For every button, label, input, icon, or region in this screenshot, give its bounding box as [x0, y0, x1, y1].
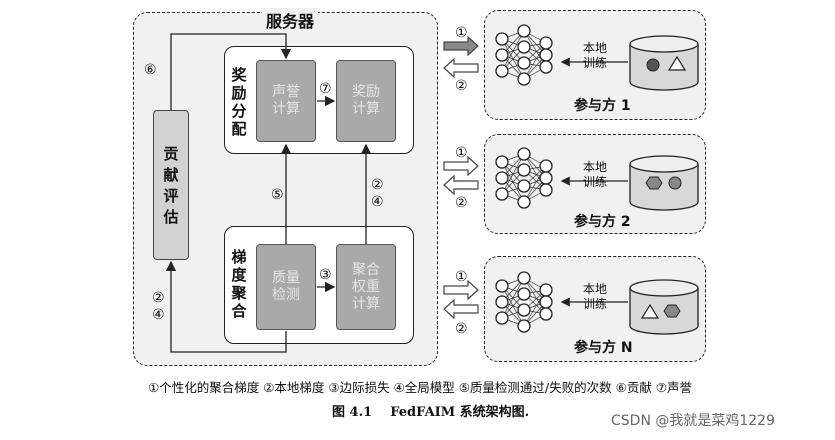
marker-3: ③ — [319, 267, 332, 283]
watermark: CSDN @我就是菜鸡1229 — [611, 413, 775, 429]
pn-arrow-out-marker: ① — [455, 269, 468, 285]
marker-2: ② — [371, 177, 384, 193]
contrib-char: 估 — [163, 208, 179, 226]
p1-local-training-label: 本地 训练 — [582, 41, 607, 70]
reward-label-char: 奖 — [231, 66, 247, 84]
p2-hexagon-shape — [645, 176, 663, 190]
reward-calculation-box: 奖励 计算 — [336, 60, 396, 142]
aggregation-to-contribution-line — [165, 260, 287, 353]
p1-circle-shape — [646, 58, 660, 72]
aggregation-weight-box: 聚合 权重 计算 — [336, 244, 396, 330]
p2-arrow-out-marker: ① — [455, 145, 468, 161]
arrow-in-pn — [443, 298, 479, 320]
reputation-calculation-text: 声誉 计算 — [272, 84, 300, 117]
arrow-out-pn — [443, 279, 479, 301]
reward-calculation-text: 奖励 计算 — [352, 84, 380, 117]
participant-2-name: 参与方 2 — [574, 214, 631, 230]
arrow-in-p1 — [443, 57, 479, 79]
legend-text: ①个性化的聚合梯度 ②本地梯度 ③边际损失 ④全局模型 ⑤质量检测通过/失败的次… — [148, 380, 692, 395]
grad-label-char: 度 — [231, 266, 247, 284]
marker-2-bottom: ② — [152, 290, 165, 306]
p2-local-training-label: 本地 训练 — [582, 160, 607, 189]
participant-n-name: 参与方 N — [574, 340, 633, 356]
marker-4: ④ — [371, 194, 384, 210]
contrib-char: 评 — [163, 187, 179, 205]
grad-label-char: 合 — [231, 302, 247, 320]
contribution-to-reputation-line — [170, 33, 292, 110]
quality-check-box: 质量 检测 — [256, 244, 316, 330]
contrib-char: 献 — [163, 166, 179, 184]
marker-4-bottom: ④ — [152, 307, 165, 323]
contribution-evaluation-label: 贡 献 评 估 — [162, 144, 180, 228]
quality-check-text: 质量 检测 — [272, 270, 300, 303]
pn-local-training-label: 本地 训练 — [582, 282, 607, 311]
arrow-in-p2 — [443, 174, 479, 196]
figure-caption: 图 4.1 FedFAIM 系统架构图. — [332, 405, 530, 420]
pn-hexagon-shape — [663, 304, 681, 318]
pn-arrow-in-marker: ② — [455, 321, 468, 337]
reward-label-char: 励 — [231, 84, 247, 102]
contribution-evaluation-box — [153, 110, 189, 260]
p2-circle-shape — [668, 176, 682, 190]
p2-database — [629, 155, 699, 211]
reputation-calculation-box: 声誉 计算 — [256, 60, 316, 142]
contrib-char: 贡 — [163, 145, 179, 163]
p1-neural-network — [495, 24, 553, 86]
pn-database — [629, 279, 699, 335]
p1-arrow-out-marker: ① — [455, 25, 468, 41]
arrow-out-p1 — [443, 35, 479, 57]
grad-label-char: 聚 — [231, 284, 247, 302]
pn-triangle-shape — [640, 303, 660, 319]
aggregation-weight-text: 聚合 权重 计算 — [352, 261, 380, 312]
reward-label-char: 配 — [231, 120, 247, 138]
reward-allocation-label: 奖 励 分 配 — [230, 66, 248, 138]
gradient-aggregation-label: 梯 度 聚 合 — [230, 248, 248, 320]
grad-label-char: 梯 — [231, 248, 247, 266]
p1-triangle-shape — [667, 55, 687, 71]
p1-database — [629, 35, 699, 91]
marker-6: ⑥ — [144, 62, 157, 78]
arrow-out-p2 — [443, 155, 479, 177]
marker-5: ⑤ — [271, 187, 284, 203]
reward-label-char: 分 — [231, 102, 247, 120]
p1-arrow-in-marker: ② — [455, 78, 468, 94]
server-title: 服务器 — [262, 8, 319, 32]
p2-arrow-in-marker: ② — [455, 195, 468, 211]
pn-neural-network — [495, 271, 553, 333]
marker-7: ⑦ — [319, 81, 332, 97]
participant-1-name: 参与方 1 — [574, 98, 631, 114]
p2-neural-network — [495, 147, 553, 209]
